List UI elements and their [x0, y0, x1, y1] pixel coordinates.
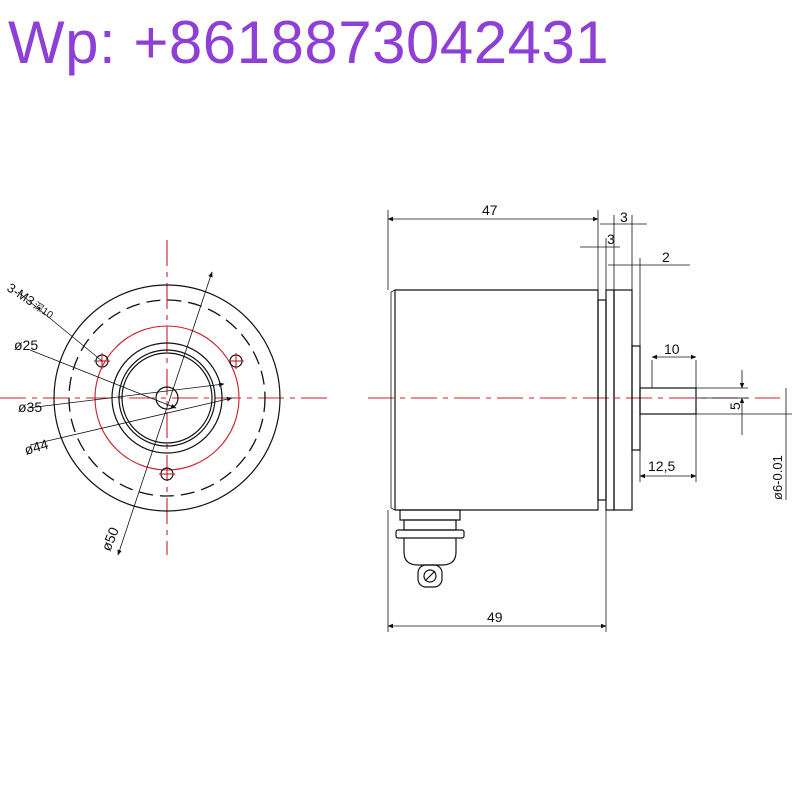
dia44-label: ø44: [22, 436, 50, 458]
dim-47-label: 47: [482, 202, 498, 218]
contact-watermark: Wp: +8618873042431: [8, 9, 610, 76]
dia25-leader-line: [29, 349, 177, 409]
dim-3-top-label: 3: [620, 209, 628, 225]
dim-shaft-dia-label: ø6-0.01: [770, 455, 785, 500]
dia44-leader-line: [29, 396, 233, 446]
dim-10-label: 10: [664, 341, 680, 357]
dia35-label: ø35: [18, 399, 42, 415]
dim-12-5-label: 12,5: [648, 458, 675, 474]
dim-2-label: 2: [662, 249, 670, 265]
cable-connector: [395, 509, 465, 588]
dia25-label: ø25: [14, 337, 38, 353]
hole-leader-line: [17, 291, 103, 362]
mounting-holes: [94, 353, 244, 481]
hole-spec-label: 3-M3深10: [4, 280, 57, 322]
flange-plate-middle: [605, 289, 615, 511]
dim-5-label: 5: [727, 402, 743, 410]
front-view: 3-M3深10 ø25 ø35 ø44 ø50: [0, 240, 330, 556]
dia35-leader-line: [27, 382, 225, 409]
side-view: 47 3 3 2 10 5 12,5 ø6-0.01: [368, 202, 792, 632]
dia50-label: ø50: [98, 525, 122, 554]
dim-49-label: 49: [487, 609, 503, 625]
flange-plate-outer: [613, 289, 633, 511]
flange-plate-inner: [597, 299, 607, 501]
dia50-leader-line: [117, 271, 213, 556]
output-shaft: [639, 387, 697, 415]
encoder-body: [394, 289, 599, 511]
dim-3-inner-label: 3: [607, 231, 615, 247]
